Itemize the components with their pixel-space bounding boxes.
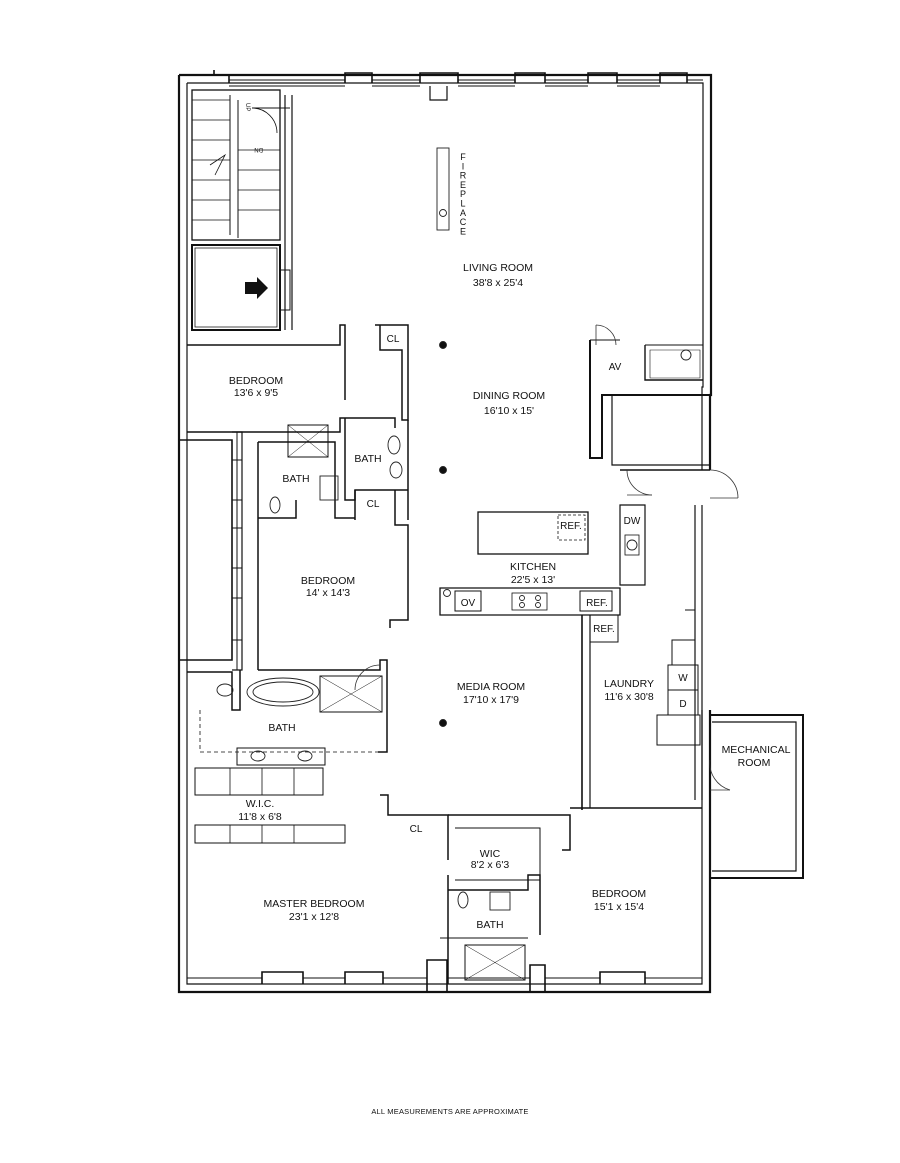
refrigerator-label-laundry: REF. xyxy=(593,624,615,635)
bedroom-w-name: BEDROOM xyxy=(301,575,355,587)
laundry-dims: 11'6 x 30'8 xyxy=(604,691,654,703)
kitchen-name: KITCHEN xyxy=(510,561,556,573)
fireplace-letter: F xyxy=(460,152,466,162)
dining-room-name: DINING ROOM xyxy=(473,390,545,402)
closet-label-south: CL xyxy=(410,824,423,835)
av-label: AV xyxy=(609,362,622,373)
oven-label: OV xyxy=(461,598,476,609)
fireplace-letter: P xyxy=(460,189,466,199)
mechanical-room-name-line2: ROOM xyxy=(738,757,771,769)
media-room-name: MEDIA ROOM xyxy=(457,681,525,693)
closet-label-top: CL xyxy=(387,334,400,345)
mechanical-room-name-line1: MECHANICAL xyxy=(722,744,791,756)
master-bedroom-name: MASTER BEDROOM xyxy=(264,898,365,910)
wic-se-dims: 8'2 x 6'3 xyxy=(471,859,510,871)
fireplace-letter: I xyxy=(462,161,465,171)
measurement-disclaimer: ALL MEASUREMENTS ARE APPROXIMATE xyxy=(371,1107,529,1116)
refrigerator-label-counter: REF. xyxy=(586,598,608,609)
interior-walls xyxy=(187,89,804,984)
fireplace-letter: E xyxy=(460,180,466,190)
wic-se-name: WIC xyxy=(480,848,501,860)
laundry-name: LAUNDRY xyxy=(604,678,654,690)
refrigerator-label-island: REF. xyxy=(560,521,582,532)
dryer-label: D xyxy=(679,699,686,710)
bedroom-se-dims: 15'1 x 15'4 xyxy=(594,901,644,913)
fireplace-letter: R xyxy=(460,171,467,181)
bedroom-se-name: BEDROOM xyxy=(592,888,646,900)
bath-west-name: BATH xyxy=(282,473,309,485)
wic-master-dims: 11'8 x 6'8 xyxy=(238,811,282,823)
dishwasher-label: DW xyxy=(624,516,641,527)
living-room-dims: 38'8 x 25'4 xyxy=(473,277,523,289)
fireplace-letter: E xyxy=(460,226,466,236)
master-bedroom-dims: 23'1 x 12'8 xyxy=(289,911,339,923)
wic-master-name: W.I.C. xyxy=(246,798,275,810)
fireplace-letter: L xyxy=(460,199,465,209)
bedroom-w-dims: 14' x 14'3 xyxy=(306,587,350,599)
fixture-labels: CL CL CL AV DW REF. OV REF. REF. W D UP … xyxy=(244,103,688,835)
exterior-walls xyxy=(177,70,713,994)
closet-label-west: CL xyxy=(367,499,380,510)
fireplace-letter: C xyxy=(460,217,467,227)
room-labels: LIVING ROOM 38'8 x 25'4 DINING ROOM 16'1… xyxy=(229,262,791,931)
fireplace-letter: A xyxy=(460,208,466,218)
dining-room-dims: 16'10 x 15' xyxy=(484,405,534,417)
media-room-dims: 17'10 x 17'9 xyxy=(463,694,519,706)
living-room-name: LIVING ROOM xyxy=(463,262,533,274)
bath-center-name: BATH xyxy=(354,453,381,465)
bedroom-nw-dims: 13'6 x 9'5 xyxy=(234,387,278,399)
bath-master-name: BATH xyxy=(268,722,295,734)
stair-up-label: UP xyxy=(244,103,250,111)
bedroom-nw-name: BEDROOM xyxy=(229,375,283,387)
stair-down-label: DN xyxy=(254,146,263,152)
bath-se-name: BATH xyxy=(476,919,503,931)
door-swings xyxy=(354,324,739,791)
kitchen-dims: 22'5 x 13' xyxy=(511,574,555,586)
elevator-arrow-icon xyxy=(245,277,268,299)
fixtures xyxy=(216,147,692,911)
washer-label: W xyxy=(678,673,688,684)
